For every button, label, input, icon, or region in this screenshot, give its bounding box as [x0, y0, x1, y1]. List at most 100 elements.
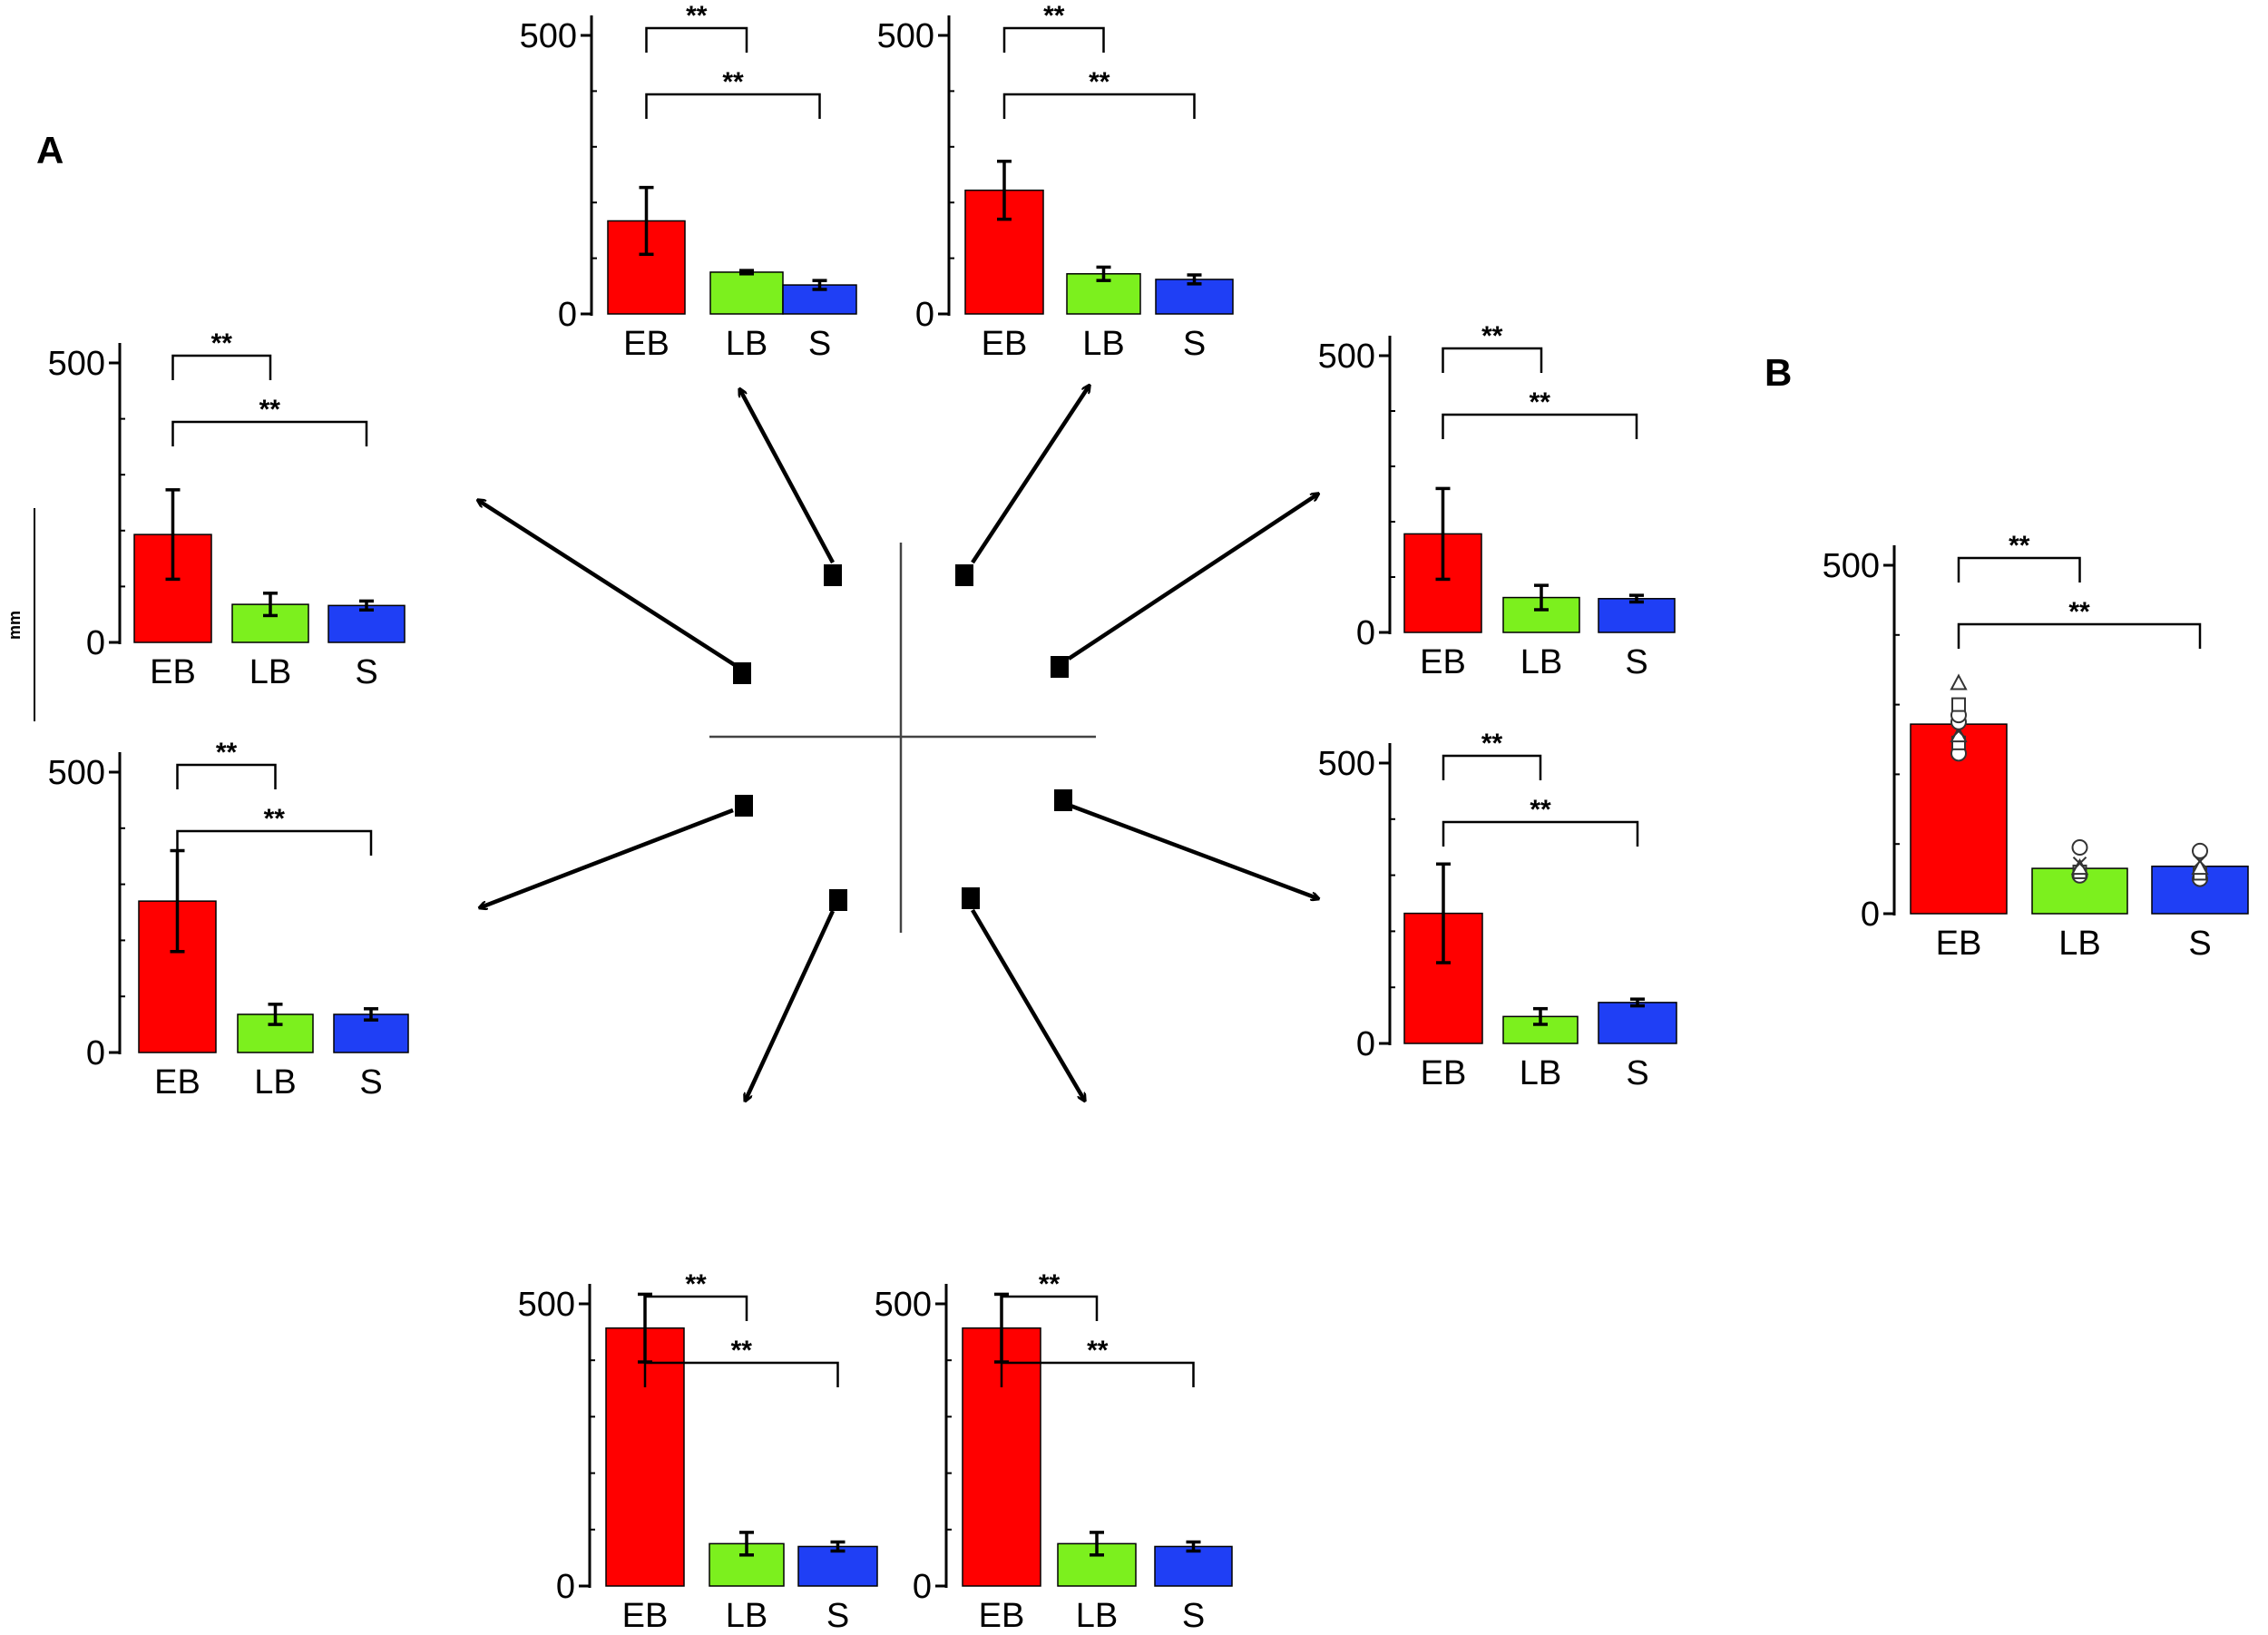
category-label-eb: EB [979, 1597, 1025, 1635]
significance-bracket [171, 420, 368, 446]
significance-marker: ** [1087, 1336, 1109, 1366]
significance-marker: ** [1043, 1, 1065, 31]
y-tick-label: 500 [48, 345, 105, 383]
significance-marker: ** [1481, 321, 1503, 351]
significance-bracket [1000, 1361, 1195, 1387]
significance-marker: ** [1481, 729, 1503, 759]
y-tick-label: 0 [913, 1568, 932, 1606]
y-tick-label: 500 [520, 17, 577, 55]
category-label-eb: EB [150, 653, 196, 691]
bar-s [1598, 598, 1676, 633]
panel-a-label: A [36, 129, 64, 171]
data-point [2191, 857, 2209, 876]
significance-bracket [176, 763, 277, 789]
significance-marker: ** [686, 1, 708, 31]
panel-b-label: B [1765, 351, 1792, 394]
arrow-bottom-left [746, 910, 836, 1100]
significance-marker: ** [685, 1269, 707, 1299]
significance-marker: ** [264, 804, 286, 834]
category-label-lb: LB [2058, 925, 2100, 963]
significance-marker: ** [1039, 1269, 1061, 1299]
direction-arrows [479, 387, 1317, 1100]
data-point [2071, 839, 2088, 857]
category-label-eb: EB [622, 1597, 669, 1635]
category-label-lb: LB [726, 1597, 767, 1635]
significance-bracket [643, 1361, 839, 1387]
significance-marker: ** [2068, 597, 2090, 627]
target-squares [733, 564, 1072, 911]
arrow-upper-right [1067, 494, 1317, 661]
significance-marker: ** [1089, 67, 1110, 97]
significance-marker: ** [2009, 531, 2030, 561]
category-label-s: S [826, 1597, 849, 1635]
category-label-lb: LB [249, 653, 291, 691]
category-label-s: S [1625, 643, 1647, 681]
significance-bracket [1002, 26, 1105, 53]
data-point [2072, 856, 2087, 871]
y-tick-label: 500 [875, 1286, 932, 1324]
y-tick-label: 500 [1318, 745, 1375, 783]
bar-s [797, 1545, 878, 1587]
target-square-lower-right [1054, 789, 1072, 811]
category-label-lb: LB [254, 1063, 296, 1101]
significance-marker: ** [1530, 795, 1551, 825]
significance-bracket [1957, 622, 2202, 649]
significance-bracket [643, 1295, 748, 1321]
category-label-s: S [808, 325, 831, 363]
category-label-eb: EB [623, 325, 670, 363]
arrow-lower-right [1070, 803, 1317, 898]
target-square-upper-right [1051, 656, 1069, 678]
significance-marker: ** [1530, 387, 1551, 417]
category-label-s: S [355, 653, 377, 691]
target-square-bottom-left [829, 889, 847, 911]
category-label-s: S [2188, 925, 2211, 963]
category-label-s: S [1626, 1054, 1648, 1092]
significance-bracket [171, 354, 272, 380]
bar-s [1154, 1545, 1233, 1587]
category-label-lb: LB [1520, 643, 1562, 681]
arrow-upper-left [479, 501, 737, 667]
category-label-lb: LB [1076, 1597, 1118, 1635]
category-label-s: S [359, 1063, 382, 1101]
bar-lb [1057, 1542, 1137, 1587]
y-tick-label: 0 [558, 296, 577, 334]
target-square-lower-left [735, 795, 753, 817]
significance-marker: ** [216, 738, 238, 768]
significance-bracket [1442, 347, 1543, 373]
bar-lb [709, 271, 784, 315]
significance-bracket [1957, 556, 2081, 583]
y-tick-label: 0 [86, 1034, 105, 1072]
category-label-lb: LB [1082, 325, 1124, 363]
category-label-eb: EB [982, 325, 1028, 363]
y-tick-label: 0 [556, 1568, 575, 1606]
significance-bracket [176, 829, 373, 856]
category-label-eb: EB [1420, 643, 1466, 681]
significance-marker: ** [259, 395, 281, 425]
data-point [2192, 842, 2208, 859]
y-tick-label: 500 [1823, 547, 1880, 585]
significance-bracket [1442, 820, 1639, 847]
significance-bracket [645, 26, 748, 53]
y-tick-label: 500 [48, 754, 105, 792]
arrow-bottom-right [971, 908, 1084, 1100]
target-square-bottom-right [962, 887, 980, 909]
significance-marker: ** [722, 67, 744, 97]
target-square-top-left [824, 564, 842, 586]
scale-unit-label: mm [5, 611, 24, 640]
y-tick-label: 0 [1861, 896, 1880, 934]
arrow-lower-left [481, 808, 734, 907]
category-label-s: S [1182, 1597, 1205, 1635]
bar-lb [231, 603, 309, 643]
y-tick-label: 500 [518, 1286, 575, 1324]
y-tick-label: 0 [86, 624, 105, 662]
